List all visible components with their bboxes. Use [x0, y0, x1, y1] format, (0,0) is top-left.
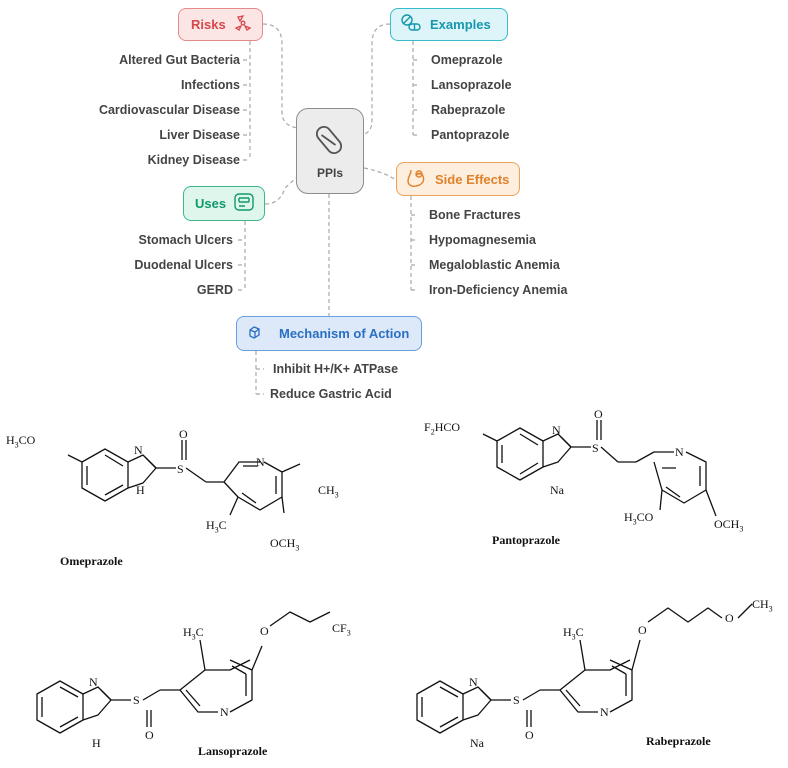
- risk-item: Liver Disease: [159, 128, 240, 142]
- pantoprazole-name: Pantoprazole: [492, 533, 560, 547]
- rabeprazole-o-label: O: [525, 728, 534, 742]
- omeprazole-n-label: N: [134, 443, 143, 457]
- lansoprazole-ether-o-label: O: [260, 624, 269, 638]
- side-effect-item: Bone Fractures: [429, 208, 521, 222]
- omeprazole-o-label: O: [179, 427, 188, 441]
- pantoprazole-pyridine-n-label: N: [675, 445, 684, 459]
- lansoprazole-name: Lansoprazole: [198, 744, 268, 758]
- risks-leaf-connectors: [243, 41, 251, 161]
- mechanism-item: Inhibit H+/K+ ATPase: [273, 362, 399, 376]
- examples-title: Examples: [430, 17, 491, 32]
- ppi-center-node: PPIs: [296, 108, 364, 194]
- pantoprazole-s-label: S: [592, 441, 599, 455]
- use-item: Duodenal Ulcers: [134, 258, 233, 272]
- intestine-icon: [232, 192, 256, 215]
- risk-item: Kidney Disease: [147, 153, 240, 167]
- example-item: Pantoprazole: [431, 128, 510, 142]
- mind-map-connectors: [238, 23, 420, 395]
- connector-examples: [363, 23, 391, 135]
- center-label: PPIs: [316, 165, 343, 180]
- omeprazole-structure: [67, 440, 301, 516]
- radiation-icon: [232, 14, 254, 35]
- pantoprazole-och3-label: OCH3: [714, 517, 744, 534]
- pantoprazole-na-label: Na: [550, 483, 564, 497]
- side-effects-node: Side Effects: [396, 162, 520, 196]
- rabeprazole-structure: [416, 603, 753, 734]
- use-item: Stomach Ulcers: [138, 233, 233, 247]
- risk-item: Altered Gut Bacteria: [119, 53, 240, 67]
- risk-item: Infections: [180, 78, 240, 92]
- example-item: Rabeprazole: [431, 103, 506, 117]
- omeprazole-ch3-label: CH3: [318, 483, 339, 500]
- pantoprazole-difluoromethoxy-label: F2HCO: [424, 420, 461, 437]
- uses-title: Uses: [195, 196, 227, 211]
- pantoprazole-h3co-label: H3CO: [624, 510, 654, 527]
- rabeprazole-methoxy-o-label: O: [725, 611, 734, 625]
- side-effect-item: Megaloblastic Anemia: [429, 258, 560, 272]
- rabeprazole-name: Rabeprazole: [646, 734, 711, 748]
- mechanism-item: Reduce Gastric Acid: [270, 387, 392, 401]
- omeprazole-h3c-label: H3C: [206, 518, 227, 535]
- pantoprazole-o-label: O: [594, 407, 603, 421]
- rabeprazole-h3c-label: H3C: [563, 625, 584, 642]
- use-item: GERD: [196, 283, 233, 297]
- example-item: Omeprazole: [431, 53, 503, 67]
- connector-risks: [262, 23, 299, 129]
- lansoprazole-s-label: S: [133, 693, 140, 707]
- side-effects-title: Side Effects: [435, 171, 510, 187]
- pantoprazole-n-label: N: [552, 423, 561, 437]
- rabeprazole-n-label: N: [469, 675, 478, 689]
- omeprazole-h-label: H: [136, 483, 145, 497]
- examples-leaf-connectors: [412, 41, 420, 136]
- rabeprazole-pyridine-n-label: N: [600, 705, 609, 719]
- omeprazole-och3-label: OCH3: [270, 536, 300, 553]
- pantoprazole-structure: [482, 420, 717, 517]
- stomach-icon: [405, 167, 427, 192]
- risks-title: Risks: [191, 17, 226, 32]
- connector-uses: [264, 177, 297, 205]
- omeprazole-pyridine-n-label: N: [256, 455, 265, 469]
- uses-node: Uses: [183, 186, 265, 221]
- omeprazole-s-label: S: [177, 462, 184, 476]
- mechanism-leaf-connectors: [255, 351, 264, 395]
- side-effects-leaf-connectors: [410, 196, 418, 291]
- omeprazole-methoxy-label: H3CO: [6, 433, 36, 450]
- connector-side-effects: [363, 167, 397, 181]
- lansoprazole-structure: [36, 611, 331, 734]
- side-effect-item: Iron-Deficiency Anemia: [429, 283, 568, 297]
- pills-icon: [400, 13, 422, 36]
- omeprazole-name: Omeprazole: [60, 554, 123, 568]
- side-effect-item: Hypomagnesemia: [429, 233, 536, 247]
- pill-icon: [313, 123, 347, 160]
- lansoprazole-pyridine-n-label: N: [220, 705, 229, 719]
- rabeprazole-na-label: Na: [470, 736, 484, 750]
- risk-item: Cardiovascular Disease: [98, 103, 240, 117]
- lansoprazole-cf3-label: CF3: [332, 621, 351, 638]
- lansoprazole-n-label: N: [89, 675, 98, 689]
- rabeprazole-s-label: S: [513, 693, 520, 707]
- examples-node: Examples: [390, 8, 508, 41]
- rabeprazole-ch3-label: CH3: [752, 597, 773, 614]
- cube-icon: [247, 325, 261, 342]
- rabeprazole-ether-o-label: O: [638, 623, 647, 637]
- risks-node: Risks: [178, 8, 263, 41]
- mechanism-title: Mechanism of Action: [279, 326, 410, 341]
- uses-leaf-connectors: [238, 221, 246, 291]
- lansoprazole-h-label: H: [92, 736, 101, 750]
- example-item: Lansoprazole: [431, 78, 512, 92]
- mechanism-node: Mechanism of Action: [236, 316, 422, 351]
- lansoprazole-h3c-label: H3C: [183, 625, 204, 642]
- lansoprazole-o-label: O: [145, 728, 154, 742]
